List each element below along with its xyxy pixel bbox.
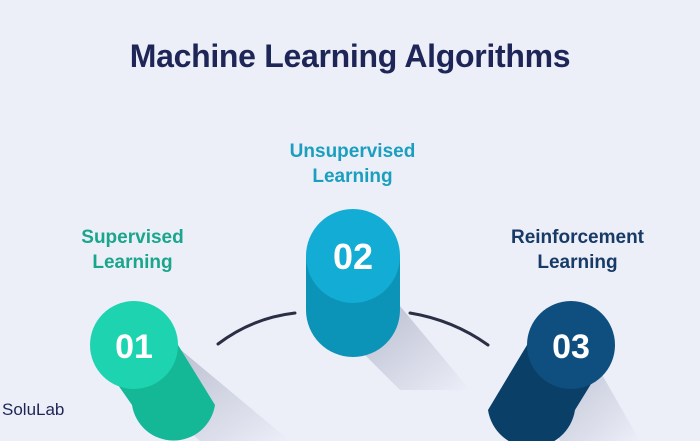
label-supervised-line1: Supervised: [81, 227, 184, 248]
node-03-face: [527, 301, 615, 389]
connector-arc-2-3: [408, 311, 490, 347]
label-supervised-line2: Learning: [92, 252, 173, 273]
connector-arc-1-2: [216, 311, 297, 346]
label-reinforcement-line1: Reinforcement: [510, 227, 645, 248]
node-03-number: 03: [552, 328, 590, 366]
node-02-face: [306, 209, 400, 303]
algorithm-node-03: 03: [488, 301, 640, 441]
label-reinforcement-line2: Learning: [537, 252, 618, 273]
brand-logo: SoluLab: [2, 400, 65, 419]
label-supervised: Supervised Learning: [50, 225, 215, 275]
algorithm-node-02: 02: [306, 209, 470, 390]
label-unsupervised-line1: Unsupervised: [289, 141, 416, 162]
node-01-number: 01: [115, 328, 153, 366]
node-01-face: [90, 301, 178, 389]
page-title: Machine Learning Algorithms: [129, 38, 571, 74]
label-unsupervised-line2: Learning: [312, 166, 393, 187]
label-reinforcement: Reinforcement Learning: [490, 225, 665, 275]
node-02-number: 02: [333, 236, 373, 277]
label-unsupervised: Unsupervised Learning: [265, 139, 440, 189]
algorithm-node-01: 01: [90, 301, 290, 441]
